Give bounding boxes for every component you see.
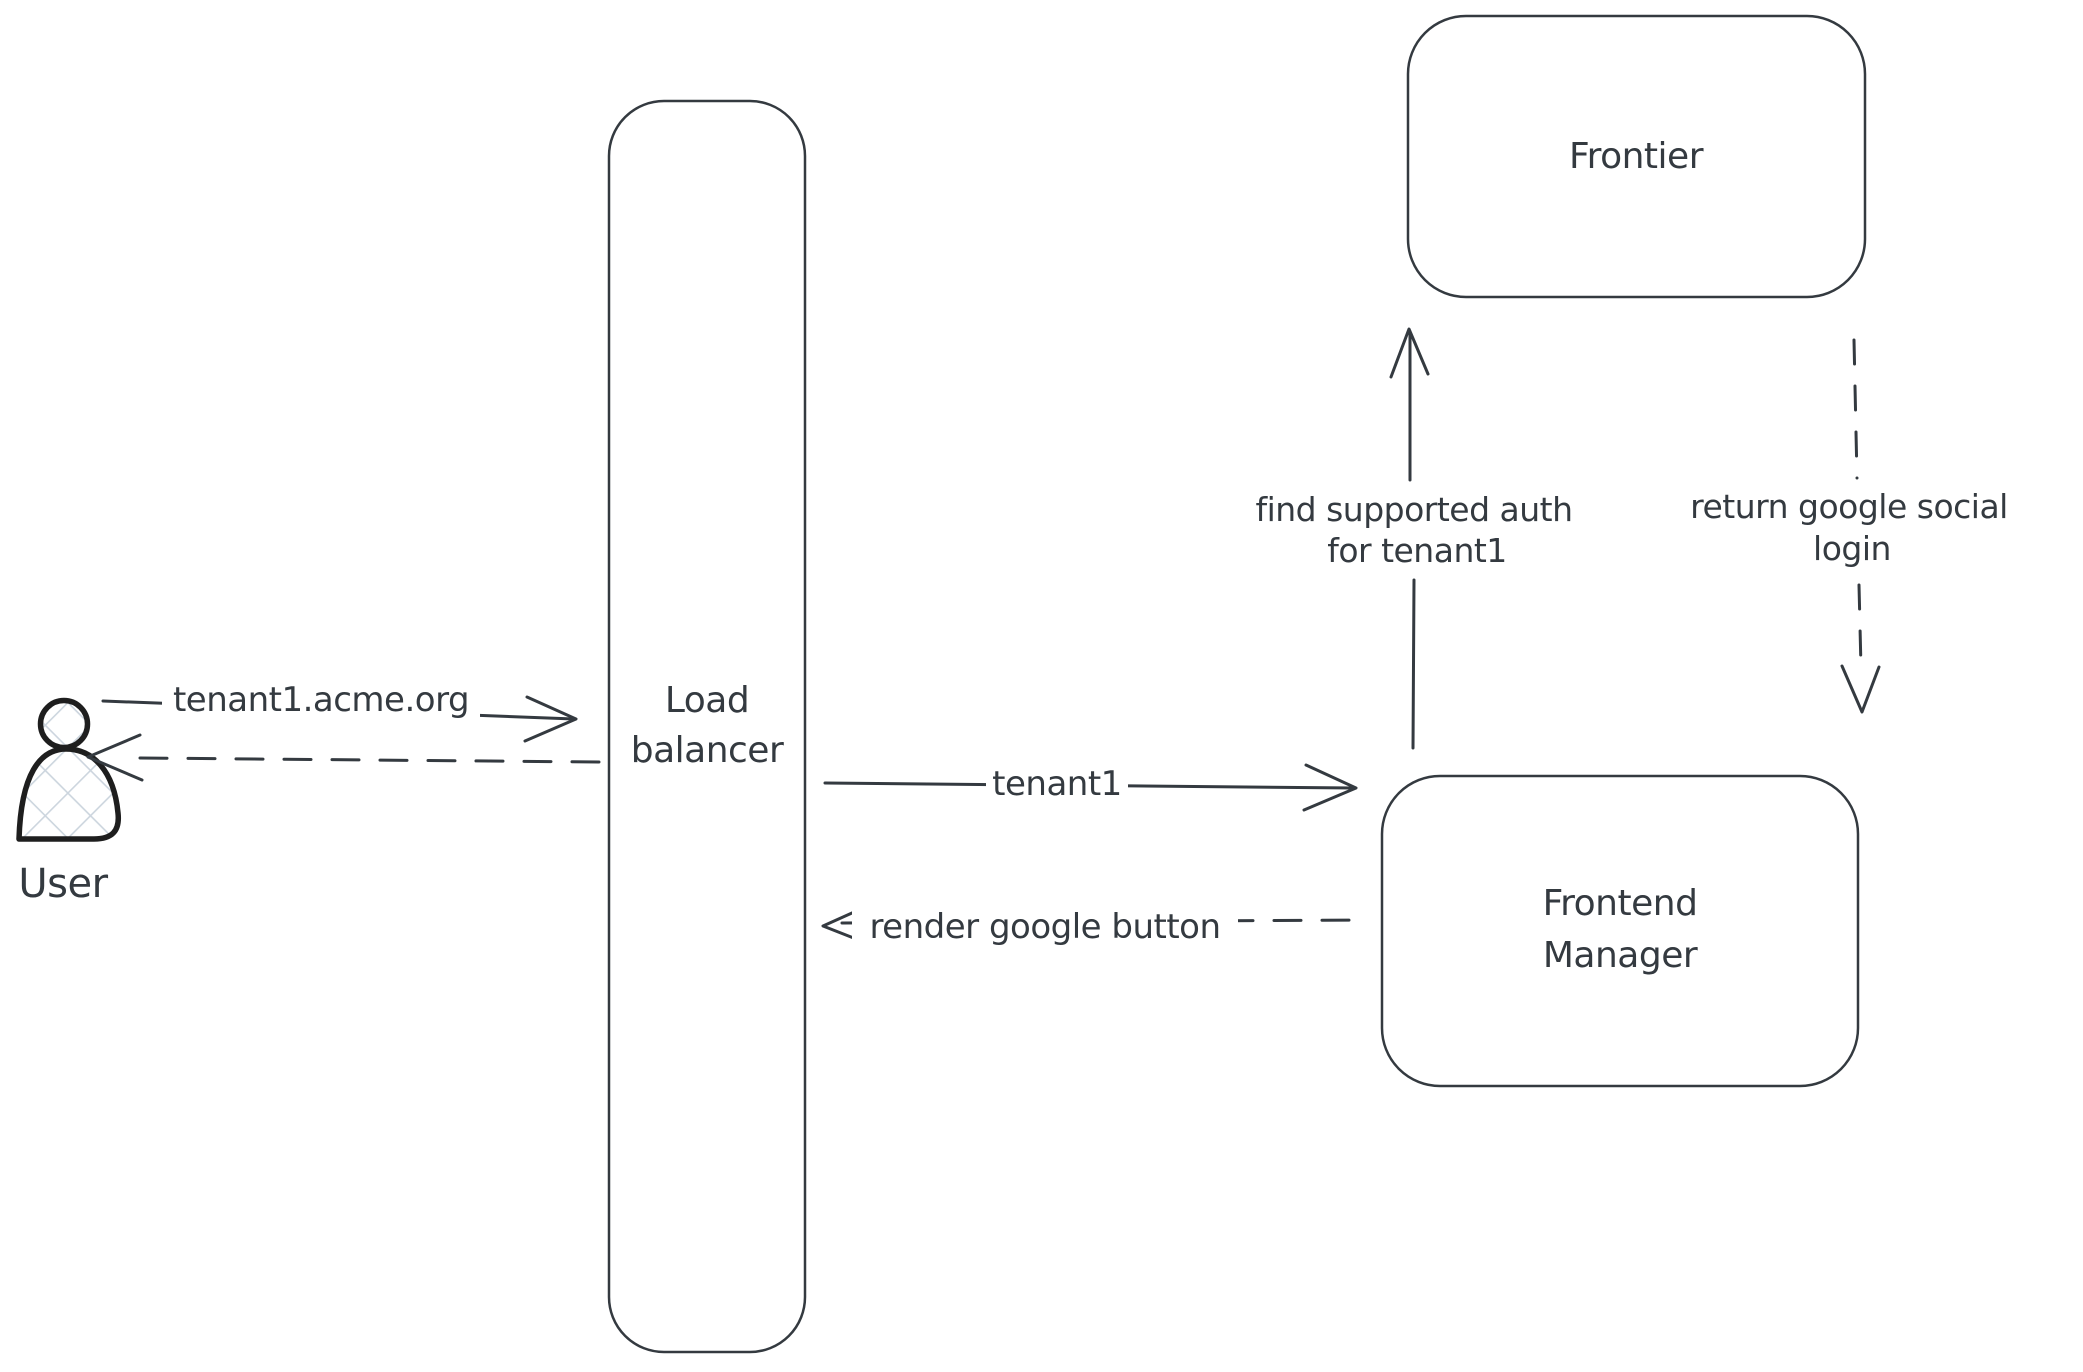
edge-find-auth-label-line1: find supported auth (1255, 490, 1572, 529)
load-balancer-label-line1: Load (665, 680, 749, 721)
arrow-down-icon (1840, 664, 1881, 714)
frontend-manager-box (1380, 774, 1860, 1088)
load-balancer-label-line2: balancer (631, 730, 784, 771)
frontend-manager-label-line1: Frontend (1543, 883, 1698, 924)
edge-render-google-button: render google button (821, 893, 1364, 949)
user-label: User (18, 861, 108, 907)
edge-response (86, 733, 601, 782)
frontend-manager-label-line2: Manager (1543, 935, 1698, 976)
edge-render-google-button-label-bg (852, 893, 1238, 949)
arrow-up-icon (1389, 327, 1430, 379)
edge-return-social-label-line1: return google social (1690, 487, 2008, 526)
edge-return-social-line-lower (1857, 583, 1863, 670)
arrow-right-icon (523, 695, 578, 743)
node-frontier: Frontier (1406, 14, 1867, 299)
edge-response-line (138, 756, 601, 764)
node-load-balancer: Load balancer (607, 99, 807, 1354)
edge-find-auth: find supported auth for tenant1 (1255, 327, 1573, 750)
frontier-label: Frontier (1569, 136, 1704, 177)
edge-request: tenant1.acme.org (101, 672, 578, 743)
node-frontend-manager: Frontend Manager (1380, 774, 1860, 1088)
edge-request-label-bg (162, 672, 480, 724)
arrow-right-icon (1302, 763, 1358, 812)
edge-request-label: tenant1.acme.org (173, 680, 469, 720)
edge-return-social-label-line2: login (1813, 529, 1891, 568)
frontier-box (1406, 14, 1867, 299)
user-actor: User (16, 697, 122, 907)
edge-return-social: return google social login (1690, 338, 2008, 714)
person-icon-head (37, 697, 91, 751)
arrow-left-icon (86, 733, 144, 782)
load-balancer-box (607, 99, 807, 1354)
edge-render-google-button-label: render google button (869, 907, 1220, 947)
edge-return-social-line-upper (1852, 338, 1859, 480)
edge-find-auth-line-lower (1411, 578, 1416, 750)
edge-tenant1-label: tenant1 (992, 764, 1122, 804)
edge-tenant1: tenant1 (823, 757, 1358, 812)
edge-find-auth-label-line2: for tenant1 (1327, 531, 1507, 570)
edge-tenant1-label-bg (986, 757, 1128, 805)
